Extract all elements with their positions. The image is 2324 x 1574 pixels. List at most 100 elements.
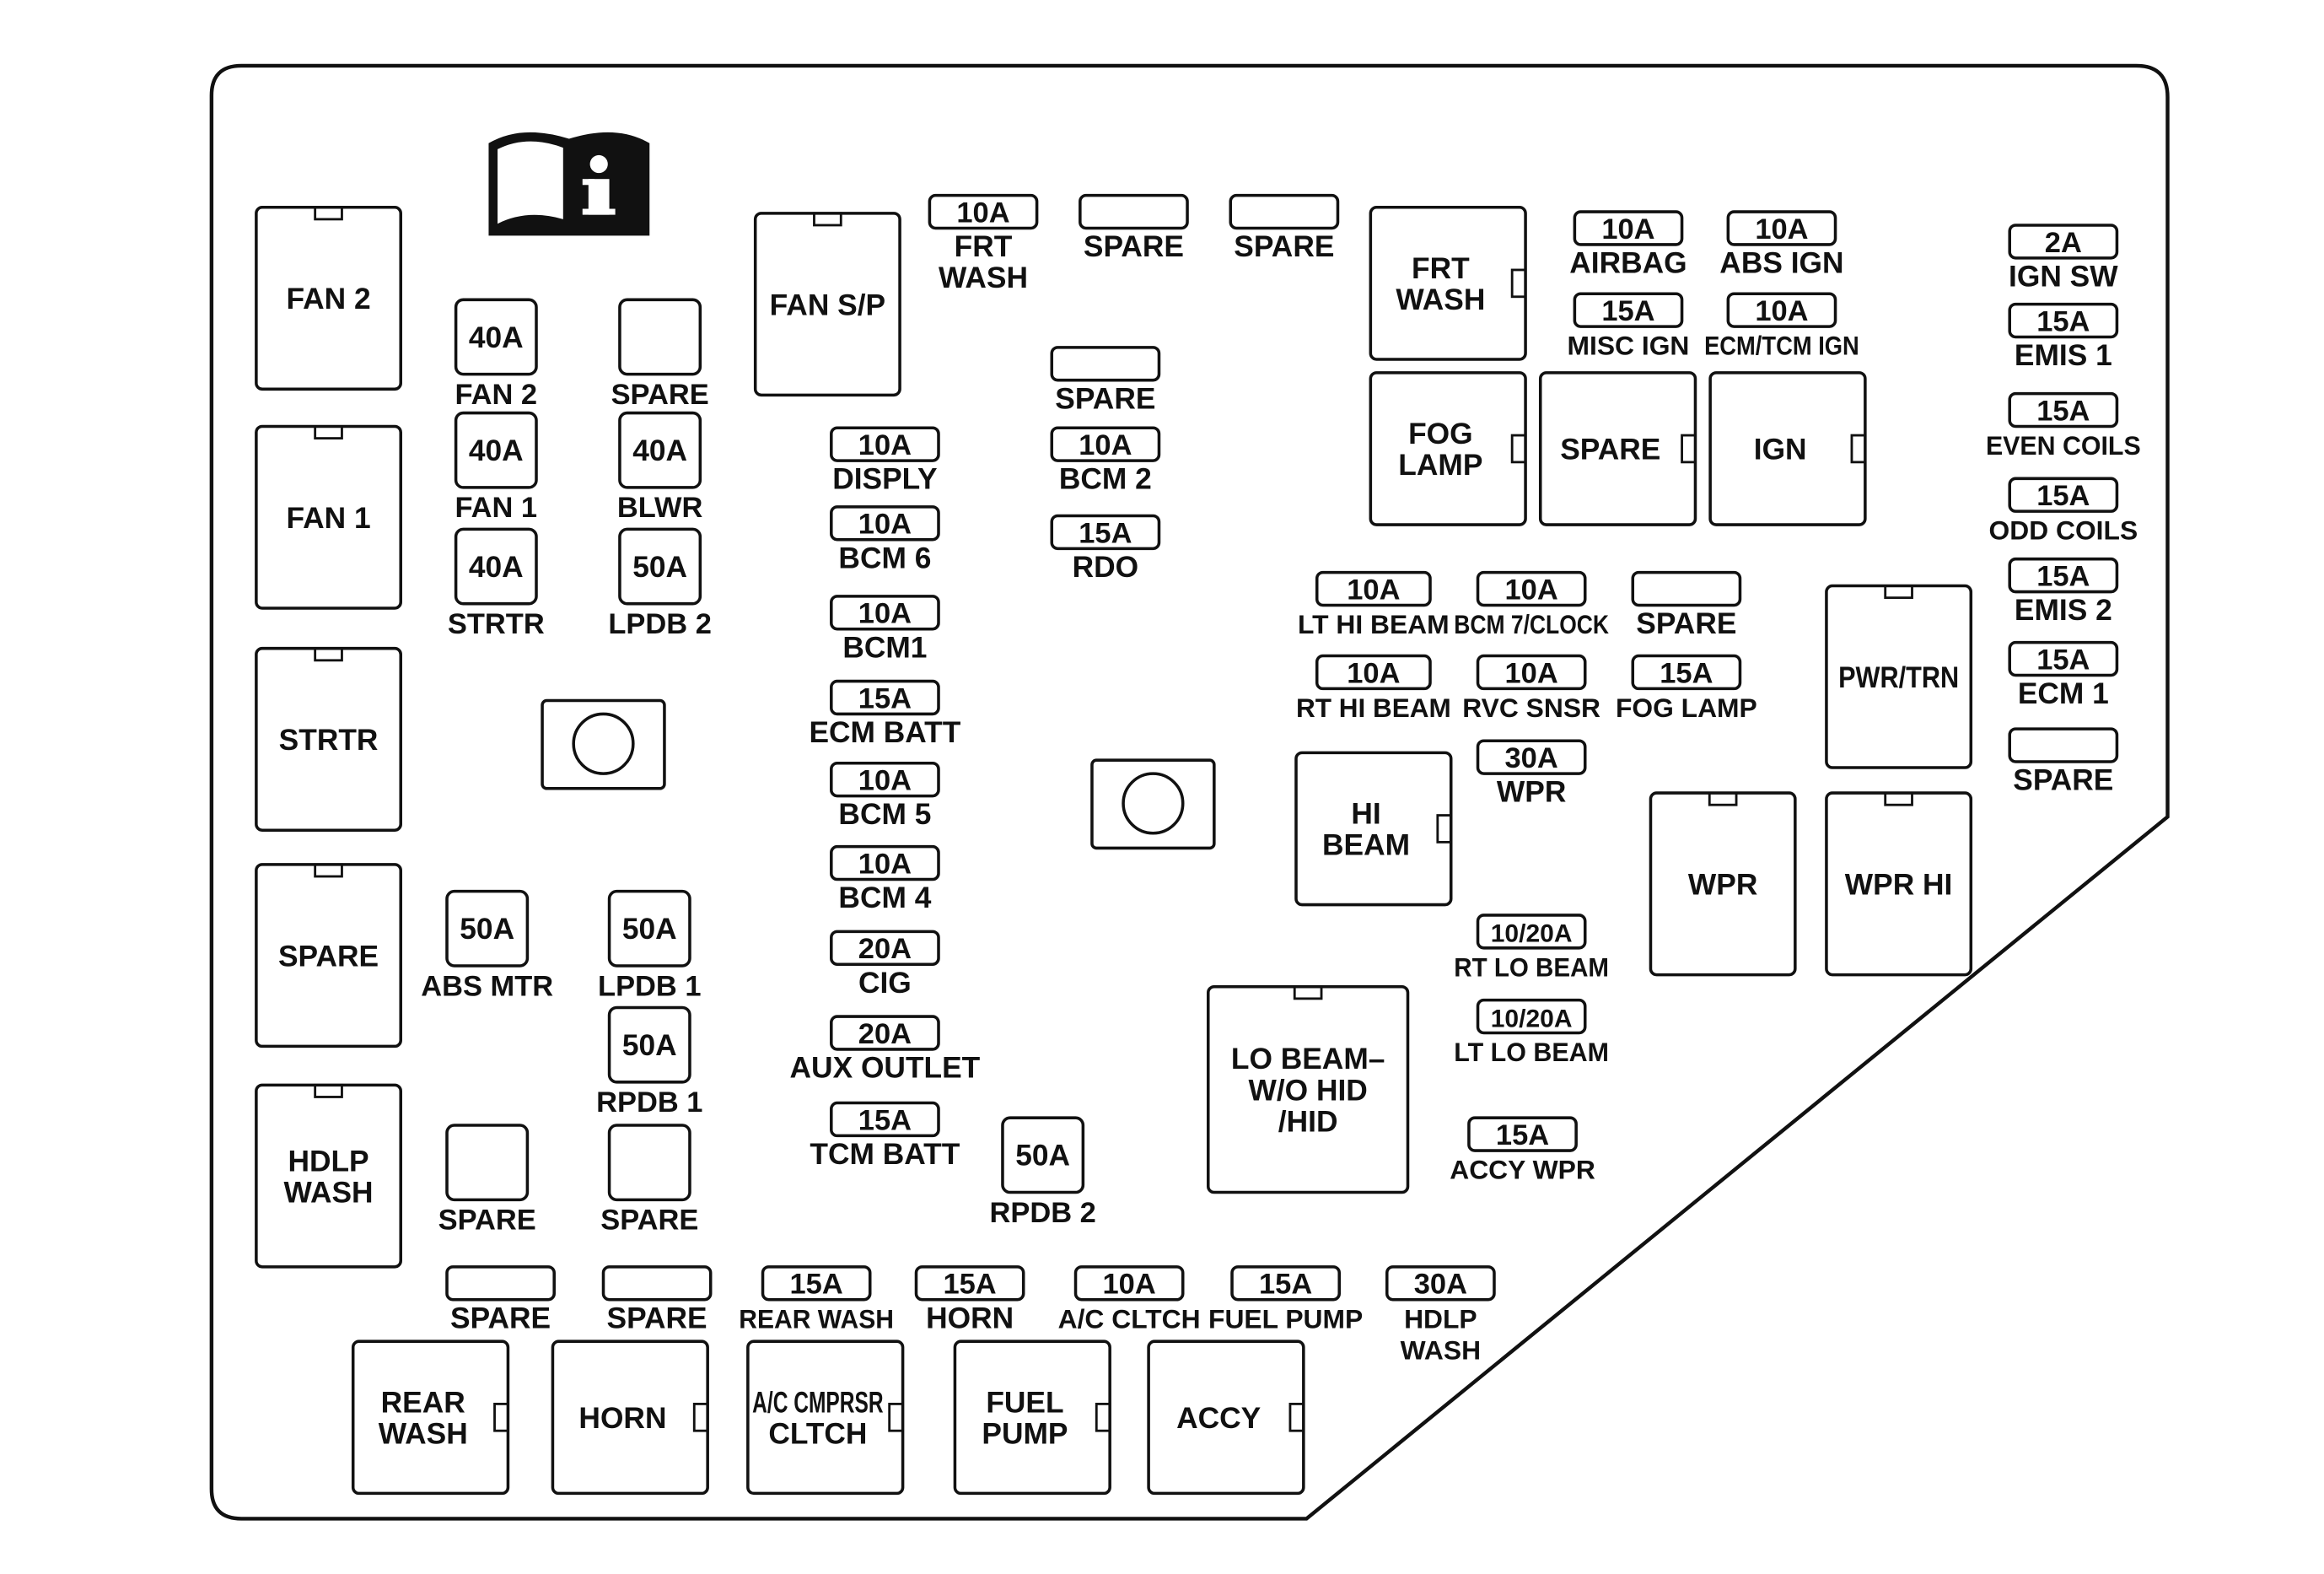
relay-label: HORN: [578, 1402, 666, 1435]
relay-label: PWR/TRN: [1838, 661, 1959, 694]
fuse-label: SPARE: [1636, 607, 1736, 640]
fuse-label: AUX OUTLET: [790, 1052, 981, 1085]
fuse-rating: 10A: [1505, 657, 1558, 689]
fuse-rating: 50A: [622, 913, 677, 946]
fuse-rating: 15A: [1259, 1269, 1312, 1301]
fuse-rating: 10A: [858, 598, 912, 630]
fuse-label: ECM BATT: [809, 716, 960, 749]
fuse-rating: 10A: [858, 429, 912, 461]
cartridge-fuse-spare-c3: SPARE: [600, 1124, 698, 1237]
relay-label: FOG: [1408, 418, 1473, 450]
fuse-label: RVC SNSR: [1462, 693, 1600, 723]
fuse-rating: 40A: [632, 434, 687, 467]
fuse-label: ECM/TCM IGN: [1704, 331, 1859, 361]
fuse-label: SPARE: [1084, 230, 1184, 263]
fuse-label: EMIS 2: [2015, 594, 2112, 627]
relay-label: HDLP: [288, 1145, 369, 1178]
fuse-rating: 15A: [944, 1269, 997, 1301]
fuse-label: STRTR: [448, 608, 545, 640]
fuse-label: LPDB 2: [608, 608, 711, 640]
relay-label: FAN 1: [286, 502, 370, 535]
relay-accy: ACCY: [1147, 1340, 1305, 1496]
relay-label: WASH: [284, 1176, 374, 1209]
mini-fuse-spare-b1: SPARE: [445, 1265, 556, 1334]
fuse-label: ABS MTR: [421, 970, 553, 1002]
fuse-label: SPARE: [438, 1205, 536, 1237]
manual-info-icon: [488, 132, 650, 236]
fuse-label: BCM 4: [838, 881, 931, 914]
fuse-label: BLWR: [617, 492, 703, 524]
fuse-label: ABS IGN: [1719, 246, 1843, 279]
fuse-rating: 10/20A: [1491, 1005, 1573, 1032]
mounting-boss: [1090, 758, 1216, 850]
fuse-rating: 40A: [469, 321, 524, 354]
mini-fuse-spare-r: SPARE: [2008, 727, 2119, 797]
fuse-rating: 15A: [1079, 517, 1132, 549]
relay-label: SPARE: [278, 940, 379, 973]
relay-label: A/C CMPRSR: [752, 1386, 883, 1419]
fuse-rating: 10A: [1505, 574, 1558, 606]
fuse-label: LPDB 1: [598, 970, 701, 1002]
mini-fuse-spare-t1: SPARE: [1079, 193, 1189, 263]
fuse-label: BCM 2: [1059, 463, 1152, 496]
fuse-rating: 15A: [1496, 1119, 1549, 1151]
fuse-label: AIRBAG: [1569, 246, 1687, 279]
fuse-label: EVEN COILS: [1986, 430, 2141, 461]
fuse-label: DISPLY: [832, 463, 937, 496]
fuse-rating: 10A: [1103, 1269, 1156, 1301]
relay-fan1: FAN 1: [255, 424, 402, 610]
fuse-label: FAN 1: [455, 492, 537, 524]
cartridge-fuse-spare-c2: SPARE: [438, 1124, 536, 1237]
relay-fan-sp: FAN S/P: [753, 212, 901, 397]
relay-label: FAN 2: [286, 283, 370, 315]
fuse-box-outline: [209, 63, 2170, 1521]
relay-label: SPARE: [1560, 434, 1660, 466]
fuse-label: BCM1: [842, 631, 927, 664]
fuse-rating: 50A: [1015, 1140, 1070, 1172]
fuse-label: WASH: [1401, 1334, 1481, 1365]
relay-lo-beam: LO BEAM–W/O HID/HID: [1207, 984, 1410, 1194]
fuse-rating: 10A: [956, 197, 1009, 229]
fuse-label: ODD COILS: [1989, 515, 2138, 546]
relay-label: ACCY: [1176, 1402, 1261, 1435]
fuse-label: LT LO BEAM: [1454, 1037, 1609, 1067]
fuse-label: MISC IGN: [1568, 331, 1690, 361]
fuse-rating: 15A: [1660, 657, 1713, 689]
relay-label: WPR: [1688, 869, 1757, 902]
relay-label: LAMP: [1398, 449, 1482, 482]
fuse-rating: 10A: [1347, 657, 1400, 689]
relay-label: WASH: [1396, 283, 1485, 316]
relay-wpr-hi: WPR HI: [1825, 791, 1973, 977]
fuse-label: RT LO BEAM: [1454, 951, 1609, 982]
fuse-label: CIG: [858, 967, 912, 1000]
fuse-rating: 10A: [1755, 213, 1808, 245]
fuse-label: REAR WASH: [739, 1303, 894, 1334]
fuse-rating: 10A: [1601, 213, 1654, 245]
fuse-rating: 30A: [1505, 742, 1558, 774]
cartridge-fuse-spare-c1: SPARE: [611, 298, 709, 411]
